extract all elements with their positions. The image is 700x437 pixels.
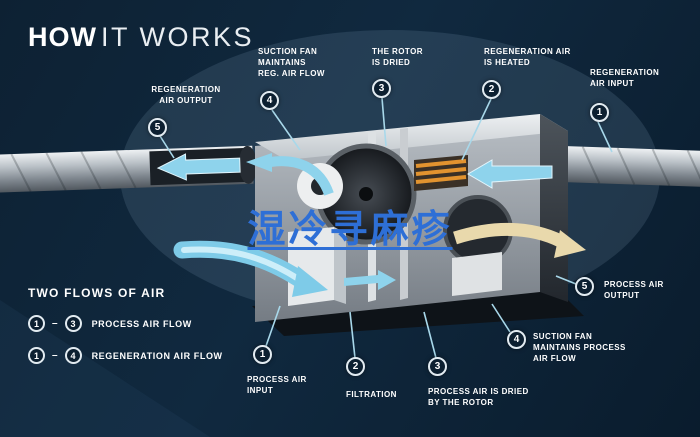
background-streak bbox=[0, 300, 210, 437]
callout-badge-regen-output: 5 bbox=[148, 118, 167, 137]
process-air-input-arrow bbox=[173, 240, 328, 297]
callout-badge-suction-reg: 4 bbox=[260, 91, 279, 110]
title-it-works: IT WORKS bbox=[100, 22, 254, 52]
watermark-link[interactable]: 湿冷寻麻疹 bbox=[247, 209, 453, 251]
legend-row-regeneration: 1 – 4 REGENERATION AIR FLOW bbox=[28, 347, 223, 364]
callout-badge-dried-by-rotor: 3 bbox=[428, 357, 447, 376]
callout-badge-process-output: 5 bbox=[575, 277, 594, 296]
callout-badge-rotor-dried: 3 bbox=[372, 79, 391, 98]
legend-badge-1b: 1 bbox=[28, 347, 45, 364]
legend-label-regeneration: REGENERATION AIR FLOW bbox=[91, 350, 223, 361]
left-duct bbox=[0, 145, 257, 194]
legend-badge-4: 4 bbox=[64, 347, 82, 364]
label-suction-fan-process: SUCTION FAN MAINTAINS PROCESS AIR FLOW bbox=[533, 332, 626, 364]
machine-base bbox=[252, 288, 584, 336]
label-suction-fan-reg: SUCTION FAN MAINTAINS REG. AIR FLOW bbox=[258, 47, 325, 79]
leader-lines bbox=[159, 97, 613, 359]
label-process-air-output: PROCESS AIR OUTPUT bbox=[604, 280, 664, 301]
regeneration-air-output-arrow bbox=[156, 153, 241, 181]
legend: TWO FLOWS OF AIR 1 – 3 PROCESS AIR FLOW … bbox=[28, 286, 223, 364]
label-regen-air-heated: REGENERATION AIR IS HEATED bbox=[484, 47, 571, 68]
machine-right-side bbox=[540, 114, 568, 302]
label-dried-by-rotor: PROCESS AIR IS DRIED BY THE ROTOR bbox=[428, 387, 529, 408]
legend-badge-3: 3 bbox=[64, 315, 82, 332]
regeneration-air-flow-arrow bbox=[246, 153, 334, 196]
callout-badge-filtration: 2 bbox=[346, 357, 365, 376]
legend-dash-2: – bbox=[52, 350, 58, 361]
legend-row-process: 1 – 3 PROCESS AIR FLOW bbox=[28, 315, 223, 332]
label-filtration: FILTRATION bbox=[346, 390, 397, 399]
label-regen-air-input: REGENERATION AIR INPUT bbox=[590, 68, 660, 89]
legend-badge-1: 1 bbox=[28, 315, 45, 332]
callout-badge-process-input: 1 bbox=[253, 345, 272, 364]
heater bbox=[414, 155, 468, 191]
process-fan-box bbox=[452, 252, 502, 296]
legend-label-process: PROCESS AIR FLOW bbox=[91, 318, 192, 329]
legend-dash: – bbox=[52, 318, 58, 329]
callout-badge-suction-process: 4 bbox=[507, 330, 526, 349]
label-rotor-is-dried: THE ROTOR IS DRIED bbox=[372, 47, 424, 68]
label-regen-air-output: REGENERATION AIR OUTPUT bbox=[151, 85, 221, 106]
title-how: HOW bbox=[28, 22, 97, 52]
callout-badge-regen-input: 1 bbox=[590, 103, 609, 122]
label-process-air-input: PROCESS AIR INPUT bbox=[247, 375, 307, 396]
legend-heading: TWO FLOWS OF AIR bbox=[28, 286, 166, 300]
process-air-output-arrow bbox=[453, 223, 586, 258]
callout-badge-air-heated: 2 bbox=[482, 80, 501, 99]
machine-top bbox=[255, 114, 568, 160]
regeneration-air-input-arrow bbox=[467, 159, 553, 189]
process-air-flow-arrow bbox=[344, 270, 396, 290]
